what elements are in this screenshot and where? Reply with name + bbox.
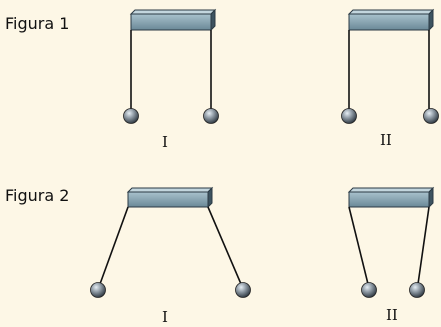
figure-2-ball-ii-right bbox=[409, 282, 425, 298]
figure-2-thread-i-left bbox=[99, 206, 129, 285]
figure-2-support-i bbox=[126, 186, 214, 209]
figure-1-label-ii: II bbox=[380, 131, 392, 149]
figure-2-ball-ii-left bbox=[361, 282, 377, 298]
figure-2-ball-i-right bbox=[235, 282, 251, 298]
figure-1-ball-ii-right bbox=[423, 108, 439, 124]
figure-1-ball-i-right bbox=[203, 108, 219, 124]
figure-1-ball-ii-left bbox=[341, 108, 357, 124]
figure-1-support-ii bbox=[347, 8, 435, 32]
figure-1-ball-i-left bbox=[123, 108, 139, 124]
figure-2-title: Figura 2 bbox=[5, 186, 70, 205]
figure-2-label-ii: II bbox=[386, 306, 398, 324]
figure-1-label-i: I bbox=[162, 133, 168, 151]
figure-2-thread-ii-right bbox=[417, 206, 430, 285]
figure-1-title: Figura 1 bbox=[5, 14, 70, 33]
figure-2-ball-i-left bbox=[90, 282, 106, 298]
figure-2-label-i: I bbox=[162, 308, 168, 326]
figure-2-thread-i-right bbox=[207, 206, 242, 285]
figure-1-support-i bbox=[129, 8, 217, 32]
figure-2-thread-ii-left bbox=[348, 206, 369, 285]
figure-2-support-ii bbox=[347, 186, 435, 209]
